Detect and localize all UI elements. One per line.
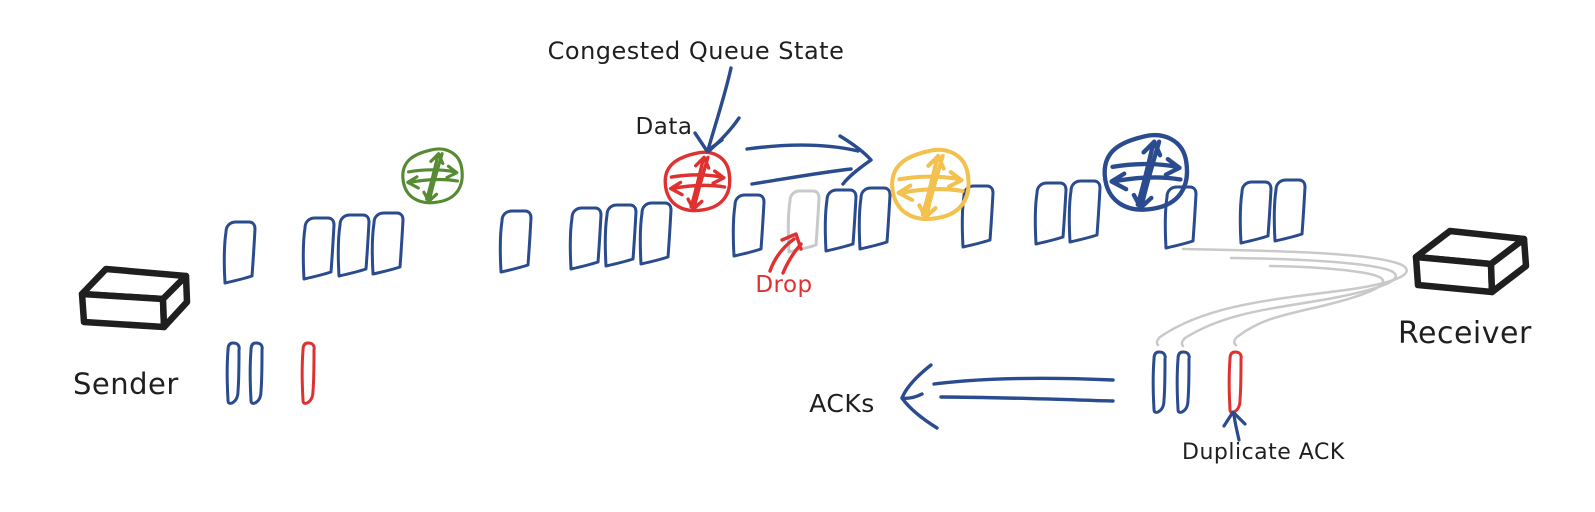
data-packet-icon: [823, 188, 858, 253]
receiver-label: Receiver: [1398, 316, 1532, 351]
data-packet-icon: [222, 220, 257, 285]
receiver-device-icon: [1412, 227, 1530, 296]
duplicate-ack-packet: [1227, 350, 1243, 414]
data-label: Data: [636, 114, 693, 140]
data-packet-icon: [336, 213, 371, 278]
sender-retransmit-packet: [300, 341, 316, 405]
sender-device-icon: [78, 265, 191, 331]
drop-label: Drop: [755, 272, 812, 298]
data-packet-icon: [568, 206, 603, 271]
data-packet-icon: [857, 186, 892, 251]
queued-packet-icon: [225, 341, 241, 405]
duplicate-ack-label: Duplicate ACK: [1182, 440, 1345, 465]
data-packet-icon: [1067, 179, 1102, 244]
ack-packet-icon: [1175, 350, 1191, 414]
data-packet-icon: [370, 211, 405, 276]
data-packet-icon: [638, 201, 673, 266]
acks-label: ACKs: [809, 389, 875, 418]
retransmit-packet-icon: [300, 341, 316, 405]
ack-return-path-lines: [1155, 247, 1408, 348]
sender-queue-packets: [225, 341, 264, 405]
blue-router-icon: [1105, 135, 1187, 209]
congested-queue-state-label: Congested Queue State: [548, 37, 845, 65]
sender-label: Sender: [73, 367, 179, 401]
drop-arrow-icon: [768, 232, 803, 275]
duplicate-ack-packet-icon: [1227, 350, 1243, 414]
dropped-packet-icon: [786, 189, 821, 254]
dropped-packet-group: [786, 189, 821, 254]
duplicate-ack-arrow-icon: [1222, 410, 1247, 442]
ack-flow-arrow-icon: [900, 363, 1115, 430]
data-packet-icon: [731, 193, 766, 258]
data-packet-icon: [1033, 181, 1068, 246]
data-flow-arrow-icon: [745, 134, 873, 186]
yellow-router-icon: [892, 150, 968, 219]
congested-queue-pointer-arrow-icon: [693, 66, 741, 153]
green-router-icon: [401, 147, 464, 205]
data-packet-icon: [301, 216, 336, 281]
data-packet-icon: [498, 209, 533, 274]
queued-packet-icon: [248, 341, 264, 405]
data-packet-icon: [1272, 178, 1307, 243]
ack-packet-icon: [1151, 350, 1167, 414]
ack-packets: [1151, 350, 1191, 414]
data-packet-icon: [603, 203, 638, 268]
red-congested-router-icon: [663, 150, 732, 213]
data-packet-icon: [1238, 180, 1273, 245]
